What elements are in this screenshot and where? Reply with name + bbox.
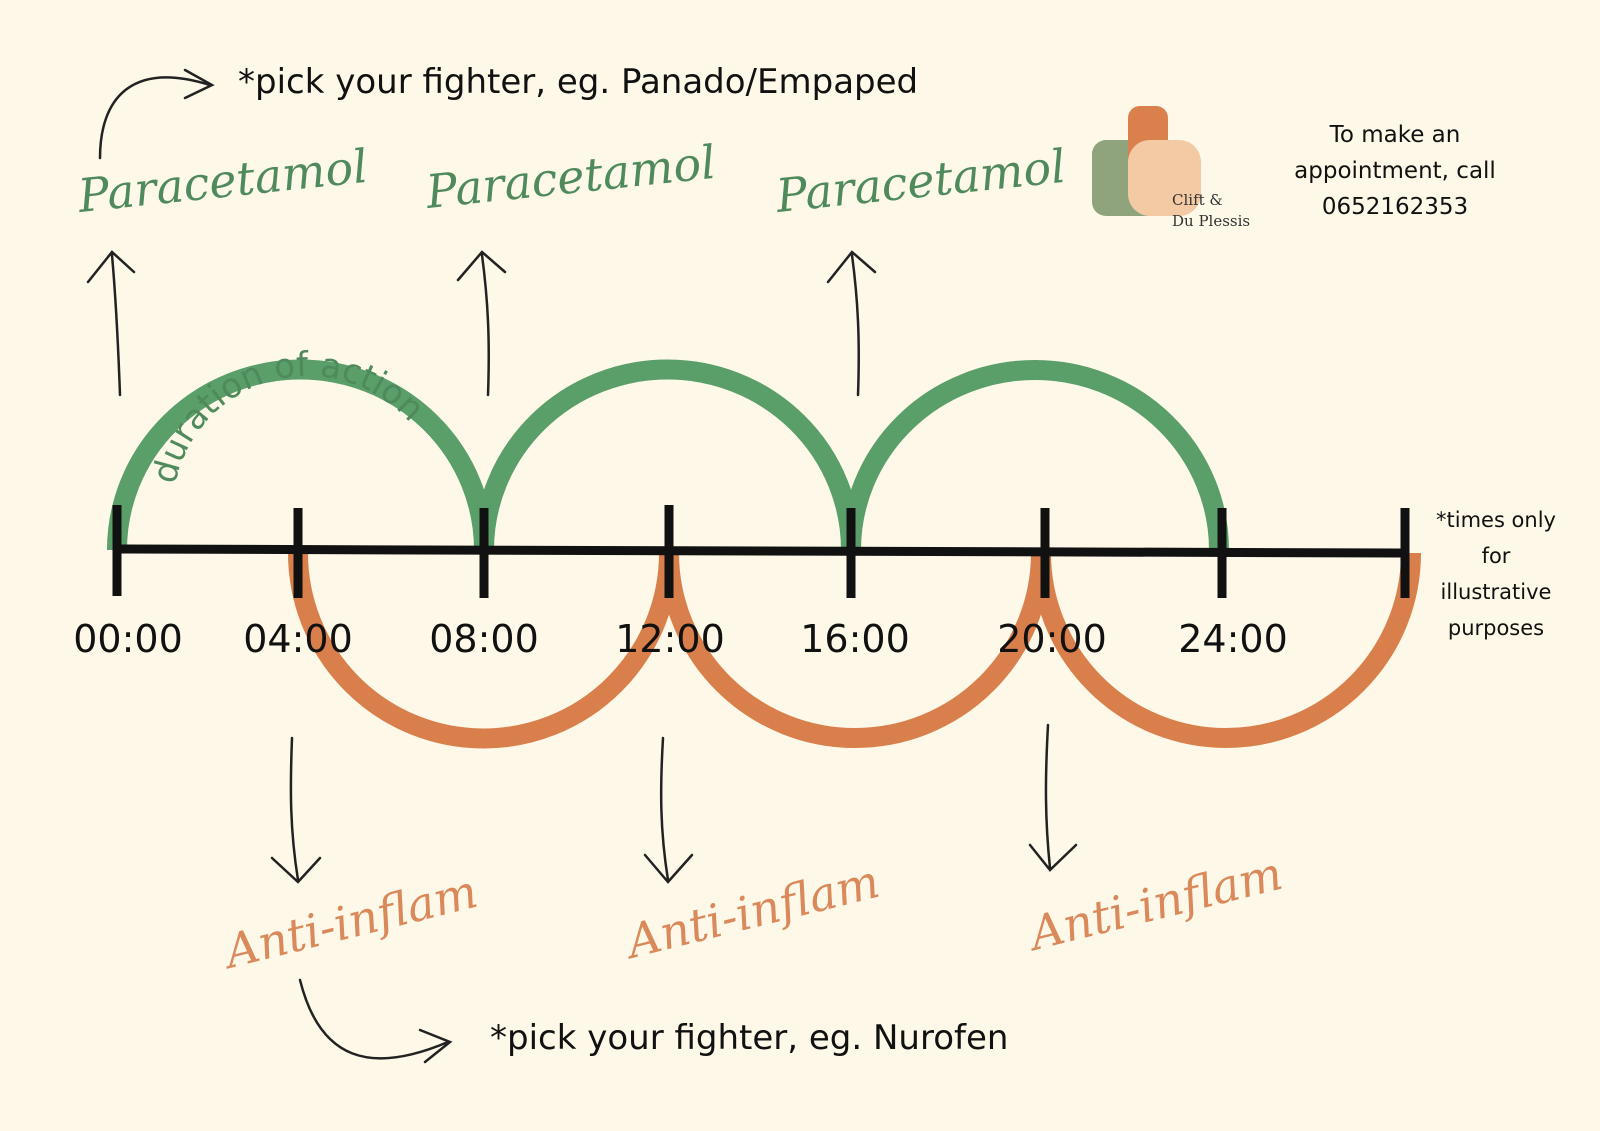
time-label: 12:00 [615, 617, 725, 661]
clinic-logo: Clift & Du Plessis [1092, 106, 1250, 230]
logo-text: Du Plessis [1172, 212, 1250, 230]
logo-text: Clift & [1172, 191, 1223, 209]
timeline-axis [112, 505, 1410, 598]
anti-inflam-label: Anti-inflam [1021, 846, 1288, 962]
anti-inflam-arc-2 [659, 552, 1051, 748]
curved-arrow-icon [298, 978, 453, 1064]
arrow-down-icon [270, 736, 322, 884]
anti-inflam-brand-note: *pick your fighter, eg. Nurofen [490, 1018, 1009, 1058]
anti-inflam-arc-1 [288, 552, 679, 749]
arrow-up-icon [86, 250, 136, 397]
paracetamol-arc-2 [474, 359, 861, 551]
time-label: 20:00 [997, 617, 1107, 661]
time-label: 16:00 [800, 617, 910, 661]
arrow-down-icon [1028, 723, 1078, 872]
time-label: 24:00 [1178, 617, 1288, 661]
disclaimer-note: *times only for illustrative purposes [1436, 508, 1556, 640]
paracetamol-label: Paracetamol [773, 139, 1069, 223]
paracetamol-brand-note: *pick your fighter, eg. Panado/Empaped [238, 62, 919, 102]
arrow-down-icon [643, 736, 694, 884]
contact-line: To make an [1329, 122, 1461, 148]
phone-number: 0652162353 [1321, 194, 1469, 220]
time-label: 08:00 [429, 617, 539, 661]
arrow-up-icon [826, 250, 877, 397]
anti-inflam-arcs [288, 552, 1421, 749]
paracetamol-arc-3 [841, 360, 1229, 551]
paracetamol-arcs [107, 359, 1229, 551]
contact-info: To make an appointment, call 0652162353 [1290, 117, 1500, 225]
contact-line: appointment, call [1294, 158, 1496, 184]
arrow-up-icon [456, 250, 507, 397]
paracetamol-label: Paracetamol [423, 135, 719, 219]
axis-line [116, 544, 1406, 558]
paracetamol-arc-1 [107, 359, 494, 551]
time-label: 04:00 [243, 617, 353, 661]
paracetamol-label: Paracetamol [75, 139, 371, 223]
duration-of-action-caption: duration of action [145, 345, 433, 488]
arrows [86, 68, 1078, 1064]
anti-inflam-arc-3 [1031, 552, 1421, 748]
curved-arrow-icon [98, 68, 215, 160]
logo-cross-right [1128, 140, 1201, 216]
anti-inflam-label: Anti-inflam [216, 864, 483, 980]
time-label: 00:00 [73, 617, 183, 661]
